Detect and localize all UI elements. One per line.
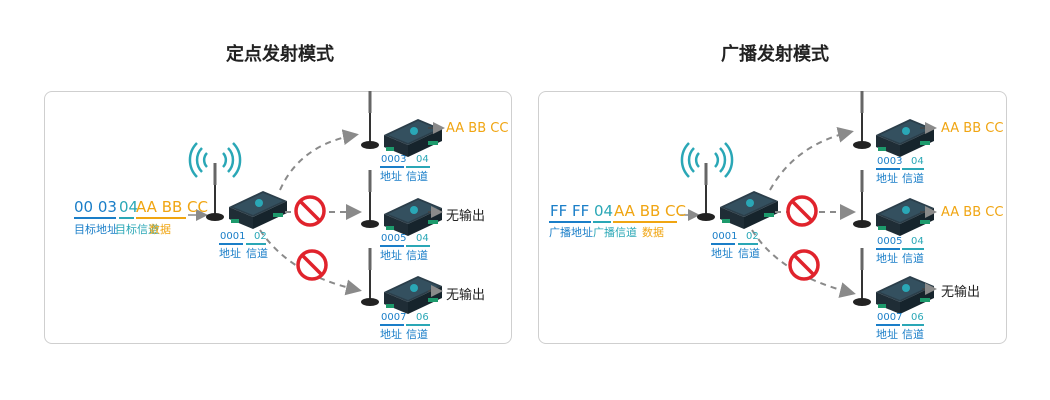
payload-data: AA BB CC xyxy=(136,198,209,216)
gateway-device-icon xyxy=(204,161,289,231)
receiver-address: 0007 xyxy=(381,312,407,323)
receiver-address-label: 地址 xyxy=(876,172,898,185)
receiver-channel-label: 信道 xyxy=(902,252,924,265)
payload-channel: 04 xyxy=(119,198,139,216)
receiver-output: 无输出 xyxy=(941,285,981,300)
receiver-address: 0003 xyxy=(877,156,903,167)
payload-channel-label: 目标信道 xyxy=(115,223,159,236)
receiver-device-icon xyxy=(359,89,444,159)
receiver-address: 0007 xyxy=(877,312,903,323)
receiver-channel: 06 xyxy=(911,312,924,323)
receiver-address-label: 地址 xyxy=(876,252,898,265)
gateway-channel-label: 信道 xyxy=(246,247,268,260)
no-entry-icon xyxy=(296,249,328,281)
receiver-device-icon xyxy=(851,89,936,159)
receiver-channel-label: 信道 xyxy=(902,328,924,341)
receiver-channel: 04 xyxy=(911,156,924,167)
payload-channel: 04 xyxy=(594,202,614,220)
payload-data-label: 数据 xyxy=(642,226,664,239)
gateway-address: 0001 xyxy=(712,231,738,242)
receiver-channel: 04 xyxy=(416,154,429,165)
gateway-channel: 02 xyxy=(254,231,267,242)
payload-address: 00 03 xyxy=(74,198,117,216)
payload-channel-label: 广播信道 xyxy=(593,226,637,239)
receiver-output: AA BB CC xyxy=(941,205,1004,220)
gateway-address: 0001 xyxy=(220,231,246,242)
receiver-channel-label: 信道 xyxy=(406,249,428,262)
no-entry-icon xyxy=(294,195,326,227)
receiver-address-label: 地址 xyxy=(380,249,402,262)
receiver-address-label: 地址 xyxy=(380,170,402,183)
receiver-output: AA BB CC xyxy=(446,121,509,136)
receiver-channel: 06 xyxy=(416,312,429,323)
payload-address: FF FF xyxy=(550,202,590,220)
title-broadcast: 广播发射模式 xyxy=(721,44,829,65)
no-entry-icon xyxy=(786,195,818,227)
receiver-channel-label: 信道 xyxy=(902,172,924,185)
receiver-address: 0003 xyxy=(381,154,407,165)
receiver-channel: 04 xyxy=(416,233,429,244)
receiver-channel-label: 信道 xyxy=(406,328,428,341)
gateway-address-label: 地址 xyxy=(219,247,241,260)
gateway-address-label: 地址 xyxy=(711,247,733,260)
payload-data: AA BB CC xyxy=(614,202,687,220)
receiver-address: 0005 xyxy=(381,233,407,244)
title-point-to-point: 定点发射模式 xyxy=(226,44,334,65)
gateway-channel: 02 xyxy=(746,231,759,242)
payload-address-label: 广播地址 xyxy=(549,226,593,239)
no-entry-icon xyxy=(788,249,820,281)
receiver-output: AA BB CC xyxy=(941,121,1004,136)
receiver-address-label: 地址 xyxy=(876,328,898,341)
receiver-output: 无输出 xyxy=(446,288,486,303)
payload-address-label: 目标地址 xyxy=(74,223,118,236)
gateway-channel-label: 信道 xyxy=(738,247,760,260)
receiver-output: 无输出 xyxy=(446,209,486,224)
receiver-channel: 04 xyxy=(911,236,924,247)
payload-data-label: 数据 xyxy=(149,223,171,236)
receiver-channel-label: 信道 xyxy=(406,170,428,183)
gateway-device-icon xyxy=(695,161,780,231)
receiver-address-label: 地址 xyxy=(380,328,402,341)
receiver-address: 0005 xyxy=(877,236,903,247)
